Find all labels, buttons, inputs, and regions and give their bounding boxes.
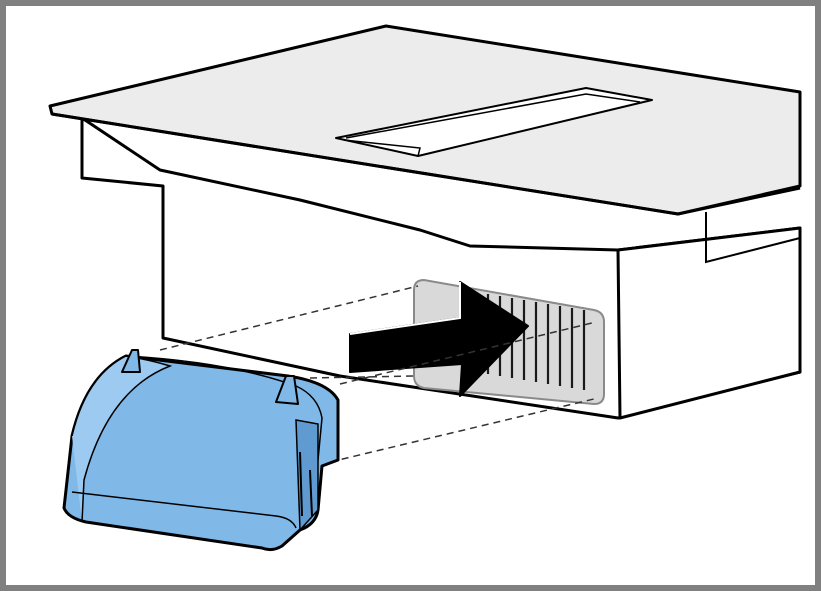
cover-clip-left — [121, 349, 141, 373]
insert-arrow-highlight — [349, 282, 461, 335]
cover-front-curve — [71, 355, 173, 523]
vent-strip-inner-line — [345, 93, 641, 139]
guide-lines — [159, 285, 599, 463]
blue-cover-part — [62, 349, 340, 552]
appliance-step-line — [705, 212, 801, 264]
cooktop-vent-strip — [335, 87, 653, 157]
cooktop-appliance — [48, 24, 802, 420]
vent-strip-edge — [343, 139, 421, 157]
cover-latch-line-2 — [309, 469, 313, 517]
cover-bottom-seam — [71, 491, 297, 529]
cover-shoulder-line — [125, 355, 323, 461]
cover-latch-line-1 — [299, 451, 303, 517]
cover-side-panel — [295, 419, 319, 532]
cooktop-top-edge — [51, 112, 801, 216]
cover-clip-right — [275, 375, 299, 405]
appliance-side-block — [616, 226, 802, 420]
insert-arrow — [349, 281, 529, 397]
